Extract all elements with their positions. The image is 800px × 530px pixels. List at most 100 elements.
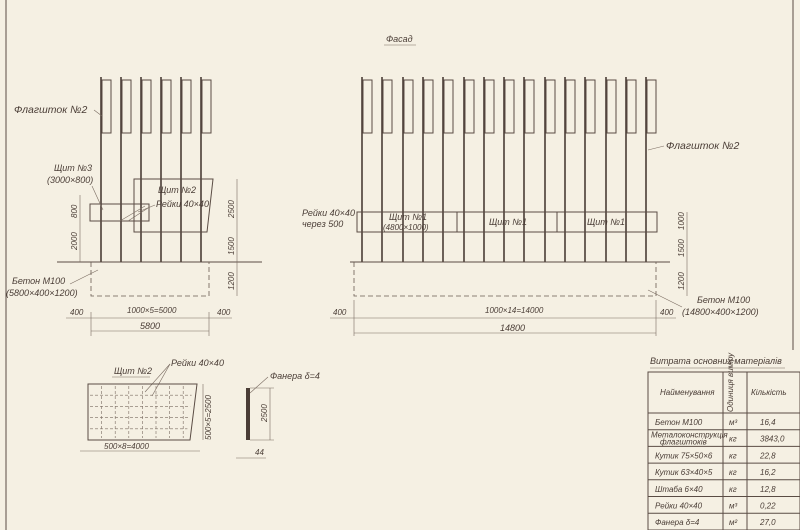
table-header-name: Найменування <box>660 388 715 397</box>
table-row: Штаба 6×40 кг 12,8 <box>655 485 776 494</box>
left-dim-400a: 400 <box>70 308 84 317</box>
side-height-dim: 2500 <box>260 404 269 423</box>
left-slats-label: Рейки 40×40 <box>156 199 209 209</box>
row-name-cont: флагштоків <box>660 438 707 447</box>
flag <box>524 79 535 134</box>
right-flagpoles <box>361 77 657 262</box>
row-qty: 22,8 <box>759 451 776 460</box>
side-view-panel <box>246 388 250 440</box>
slats-hatch <box>127 207 149 222</box>
shield3-label: Щит №3 <box>54 163 92 173</box>
leader-line <box>647 145 665 151</box>
row-qty: 27,0 <box>759 518 776 527</box>
row-qty: 0,22 <box>760 502 776 511</box>
row-unit: кг <box>729 485 737 494</box>
row-name: Рейки 40×40 <box>655 502 703 511</box>
right-dim-400b: 400 <box>660 308 674 317</box>
right-concrete-footing <box>353 262 657 297</box>
dim-1200r: 1200 <box>677 272 686 290</box>
table-rows: Бетон М100 м³ 16,4Металоконструкціяфлагшто… <box>648 418 800 527</box>
row-qty: 16,4 <box>760 418 776 427</box>
dim-1500: 1500 <box>227 237 236 255</box>
leader-line <box>144 363 171 393</box>
right-flagpole-label: Флагшток №2 <box>666 140 739 152</box>
row-unit: м³ <box>729 502 737 511</box>
right-concrete-size: (14800×400×1200) <box>682 307 759 317</box>
row-unit: кг <box>729 468 737 477</box>
row-qty: 12,8 <box>760 485 776 494</box>
leader-line <box>137 204 156 213</box>
row-name: Металоконструкція <box>651 431 728 440</box>
left-dim-total: 5800 <box>140 321 160 331</box>
dim-800: 800 <box>70 204 79 218</box>
flag <box>565 79 576 134</box>
dim-1000: 1000 <box>677 212 686 230</box>
flag <box>101 79 112 134</box>
leader-line <box>93 109 103 117</box>
shield1-size: (4800×1000) <box>383 223 429 232</box>
row-name: Бетон М100 <box>655 418 703 427</box>
dim-1200: 1200 <box>227 272 236 290</box>
row-unit: м³ <box>729 418 737 427</box>
shield3-size: (3000×800) <box>47 175 93 185</box>
flag <box>646 79 657 134</box>
detail-shield2 <box>87 383 198 441</box>
table-row: Рейки 40×40 м³ 0,22 <box>655 502 776 511</box>
flag <box>606 79 617 134</box>
shield1-label: Щит №1 <box>389 212 427 222</box>
flag <box>362 79 373 134</box>
shield2-label: Щит №2 <box>158 185 196 195</box>
flag <box>504 79 515 134</box>
left-dim-400b: 400 <box>217 308 231 317</box>
flag <box>382 79 393 134</box>
row-unit: кг <box>729 435 737 444</box>
table-frame <box>647 371 800 530</box>
detail-width-dim: 500×8=4000 <box>104 442 149 451</box>
detail-slats-label: Рейки 40×40 <box>171 358 224 368</box>
right-dim-spacing: 1000×14=14000 <box>485 306 544 315</box>
flag <box>585 79 596 134</box>
row-name: Штаба 6×40 <box>655 485 703 494</box>
table-header-unit: Одиниця виміру <box>726 352 735 412</box>
flag <box>626 79 637 134</box>
leader-line <box>69 269 99 285</box>
left-concrete-label: Бетон М100 <box>12 276 65 286</box>
right-slats-note: через 500 <box>302 219 343 229</box>
flag <box>403 79 414 134</box>
leader-line <box>91 185 104 211</box>
leader-line <box>647 289 683 308</box>
row-name: Кутик 75×50×6 <box>655 451 713 460</box>
row-qty: 16,2 <box>760 468 776 477</box>
flag <box>181 79 192 134</box>
slats-hatch <box>119 205 146 222</box>
flag <box>141 79 152 134</box>
row-name: Фанера δ=4 <box>655 518 700 527</box>
flag <box>201 79 212 134</box>
detail-slat-grid <box>90 386 192 438</box>
left-concrete-footing <box>90 262 210 297</box>
right-slats-label: Рейки 40×40 <box>302 208 355 218</box>
flag <box>161 79 172 134</box>
table-header-qty: Кількість <box>751 388 787 397</box>
leader-line <box>249 376 269 394</box>
row-name: Кутик 63×40×5 <box>655 468 713 477</box>
right-dim-400a: 400 <box>333 308 347 317</box>
table-row: Кутик 63×40×5 кг 16,2 <box>655 468 776 477</box>
left-flagpoles <box>100 77 212 262</box>
materials-table: Найменування Одиниця виміру Кількість <box>647 352 800 530</box>
plywood-label: Фанера δ=4 <box>270 371 320 381</box>
dim-2000: 2000 <box>70 232 79 251</box>
right-concrete-label: Бетон М100 <box>697 295 750 305</box>
flag <box>545 79 556 134</box>
shield-1c <box>556 211 658 233</box>
table-row: Бетон М100 м³ 16,4 <box>655 418 776 427</box>
left-concrete-size: (5800×400×1200) <box>6 288 78 298</box>
flag <box>443 79 454 134</box>
drawing-title: Фасад <box>386 34 413 44</box>
dim-2500: 2500 <box>227 200 236 219</box>
